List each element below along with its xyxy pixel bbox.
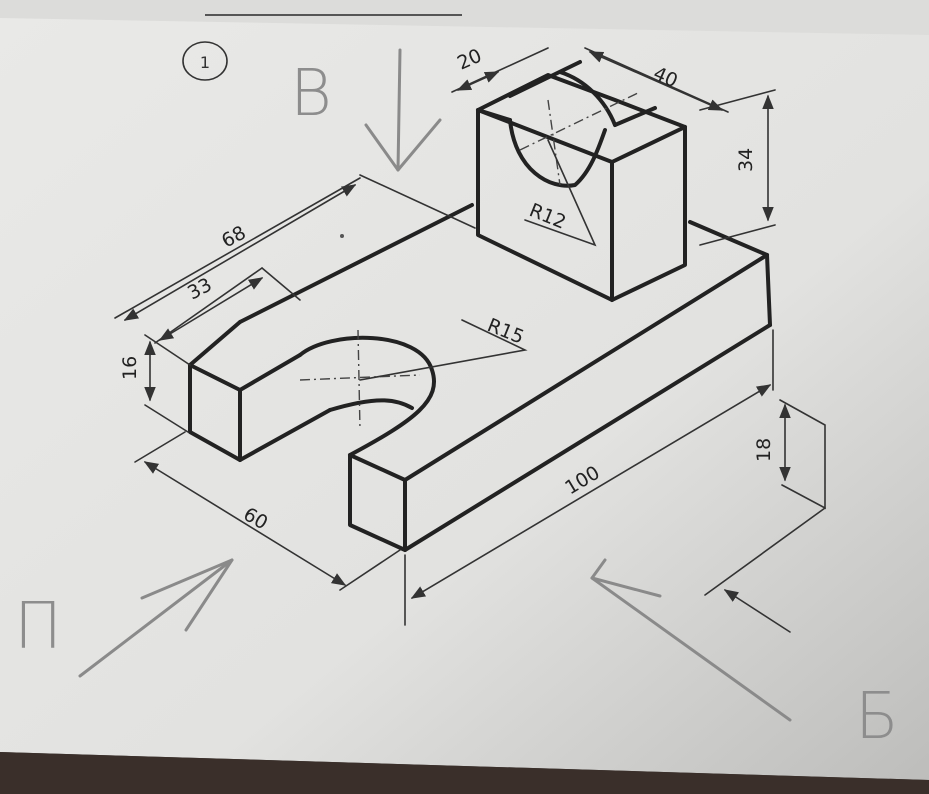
- centre-line-slot: [299, 374, 421, 381]
- dim-18: 18: [704, 399, 826, 633]
- paper-sheet: [0, 18, 929, 780]
- svg-text:16: 16: [119, 356, 141, 380]
- view-arrow-top: [364, 48, 442, 172]
- centre-line-top-2: [547, 99, 561, 186]
- pencil-dot: [340, 234, 344, 238]
- svg-text:18: 18: [753, 438, 775, 462]
- centre-line-top: [519, 91, 641, 151]
- dim-16: 16: [119, 334, 191, 433]
- figure-number: 1: [182, 41, 228, 81]
- svg-text:1: 1: [200, 53, 210, 72]
- table-surface: [0, 752, 929, 794]
- view-label-top: B: [290, 57, 332, 131]
- svg-text:34: 34: [735, 148, 757, 172]
- centre-line-slot-2: [357, 329, 361, 431]
- view-label-front: П: [14, 590, 62, 664]
- view-label-side: Б: [855, 680, 899, 754]
- dim-34: 34: [699, 89, 776, 246]
